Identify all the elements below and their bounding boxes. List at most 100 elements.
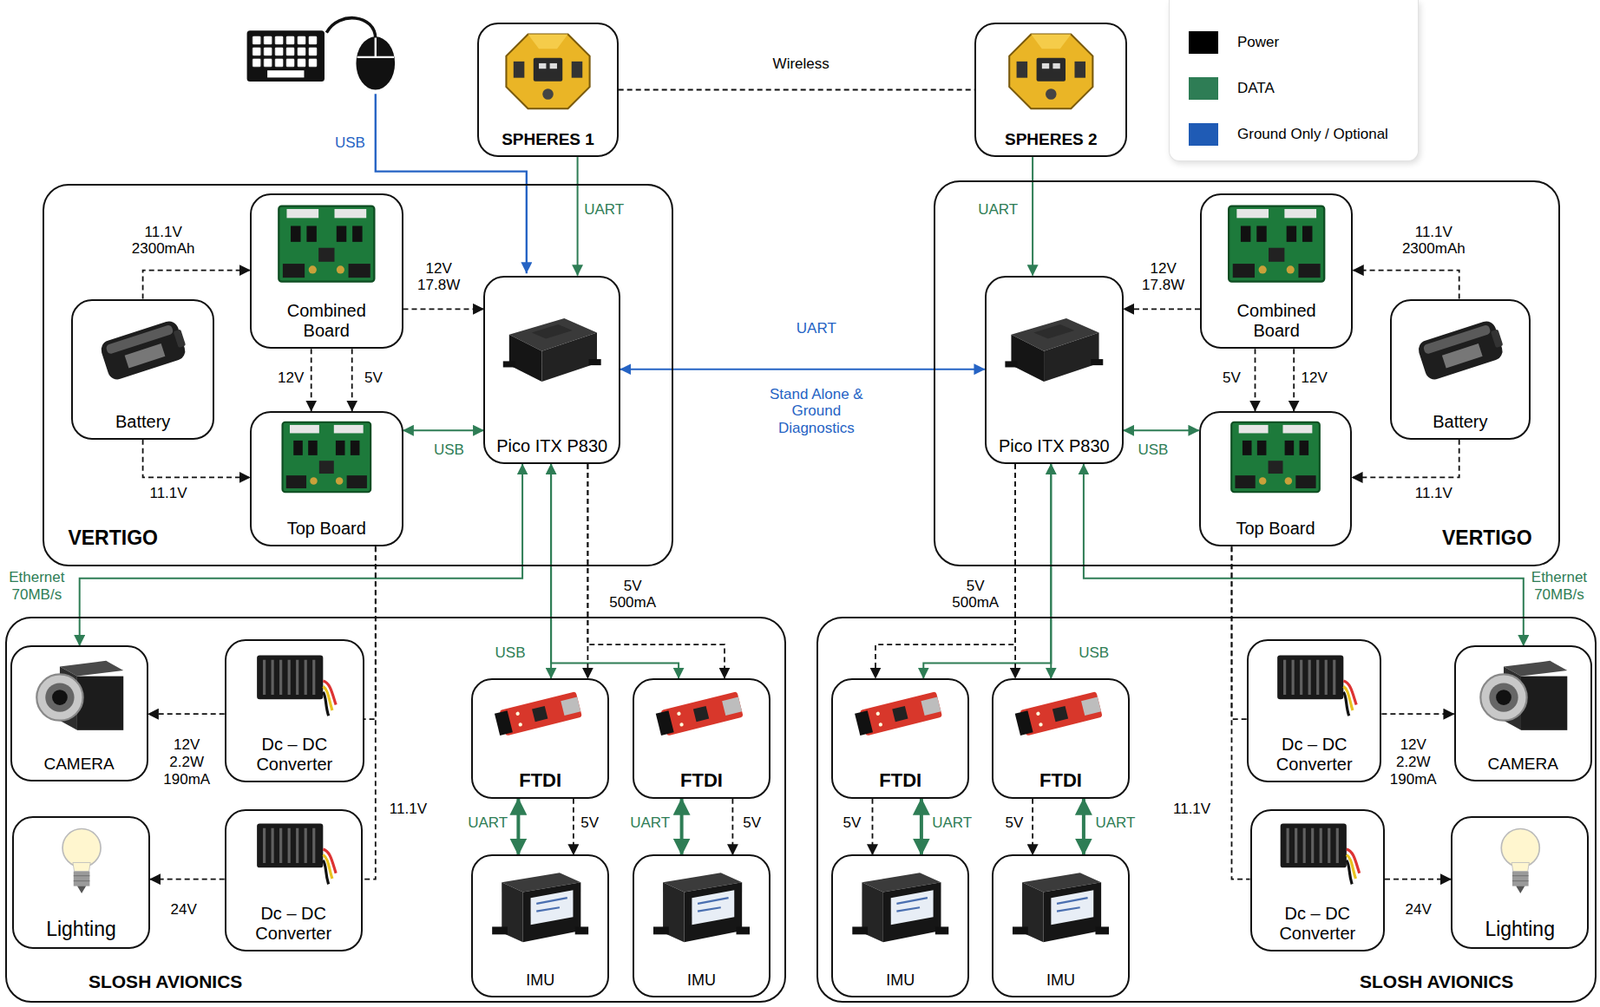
power-line xyxy=(618,89,975,92)
node-label: Top Board xyxy=(287,518,367,539)
icon-part xyxy=(267,70,304,78)
edge-label: 12V 2.2W 190mA xyxy=(159,736,214,788)
power-line xyxy=(1384,878,1451,881)
node-label: FTDI xyxy=(680,769,723,792)
legend-text: DATA xyxy=(1237,79,1275,98)
power-line xyxy=(1292,348,1295,412)
power-line xyxy=(1123,308,1200,310)
node-label: VERTIGO xyxy=(1442,526,1533,550)
icon-part xyxy=(374,38,377,58)
power-line xyxy=(351,348,354,412)
power-line xyxy=(1381,713,1454,715)
edge-label: UART xyxy=(465,814,510,833)
imu-box: IMU xyxy=(632,854,771,998)
icon-part xyxy=(326,18,375,40)
ftdi-box: FTDI xyxy=(632,678,771,800)
board-box: Top Board xyxy=(1199,411,1352,547)
edge-label: UART xyxy=(794,320,839,338)
node-label: CAMERA xyxy=(1488,754,1559,774)
edge-label: USB xyxy=(432,441,466,460)
ftdi-box: FTDI xyxy=(991,678,1130,800)
edge-label: USB xyxy=(493,644,528,663)
legend-row: DATA xyxy=(1188,65,1418,112)
legend-text: Power xyxy=(1237,33,1279,52)
data-line xyxy=(1081,799,1086,856)
node-label: IMU xyxy=(885,971,915,991)
node-label: Dc – DC Converter xyxy=(1257,904,1378,945)
mouse-icon xyxy=(326,18,395,91)
imu-icon xyxy=(491,872,589,943)
converter-icon xyxy=(256,824,336,886)
legend-swatch xyxy=(1188,77,1219,100)
computer-box: Pico ITX P830 xyxy=(984,275,1124,466)
legend-box: PowerDATA Ground Only / Optional xyxy=(1168,0,1419,162)
edge-label: UART xyxy=(930,814,974,833)
edge-label: 12V 2.2W 190mA xyxy=(1386,736,1441,788)
legend-text: Ground Only / Optional xyxy=(1237,125,1389,144)
node-label: Pico ITX P830 xyxy=(998,436,1110,457)
edge-label: 24V xyxy=(169,901,199,919)
keyboard-icon xyxy=(247,30,325,82)
ftdi-icon xyxy=(493,691,582,738)
power-line xyxy=(1352,270,1459,300)
edge-label: 11.1V 2300mAh xyxy=(1395,223,1473,258)
edge-label: 5V xyxy=(1003,814,1026,833)
icon-part xyxy=(247,30,325,82)
edge-label: 5V 500mA xyxy=(945,577,1005,612)
ftdi-icon xyxy=(854,691,943,738)
power-line xyxy=(403,308,485,310)
power-line xyxy=(875,464,1016,679)
node-label: Battery xyxy=(115,412,171,433)
converter-icon xyxy=(256,655,336,716)
node-label: Combined Board xyxy=(1224,301,1329,341)
node-label: SPHERES 2 xyxy=(1004,130,1098,150)
node-label: SLOSH AVIONICS xyxy=(1359,971,1514,993)
battery-box: Battery xyxy=(71,299,215,440)
edge-label: 5V 500mA xyxy=(603,577,663,612)
power-line xyxy=(872,799,874,856)
computer-icon xyxy=(1004,318,1103,382)
data-line xyxy=(620,368,985,371)
legend-row: Power xyxy=(1188,19,1418,66)
lighting-box: Lighting xyxy=(12,816,151,950)
note-label: USB xyxy=(333,134,368,152)
computer-icon xyxy=(503,318,602,382)
power-line xyxy=(364,546,376,720)
node-label: CAMERA xyxy=(43,754,114,774)
converter-icon xyxy=(1277,655,1357,716)
edge-label: Ethernet 70MB/s xyxy=(2,570,72,604)
power-line xyxy=(362,546,376,879)
ftdi-icon xyxy=(1014,691,1102,738)
data-line xyxy=(923,464,1051,679)
edge-label: 11.1V xyxy=(387,800,429,819)
edge-label: 5V xyxy=(578,814,601,833)
power-line xyxy=(148,713,225,715)
icon-part xyxy=(250,34,319,69)
data-line xyxy=(919,799,924,856)
ftdi-box: FTDI xyxy=(471,678,610,800)
node-label: Lighting xyxy=(45,918,117,941)
node-label: FTDI xyxy=(518,769,562,792)
data-line xyxy=(1031,157,1034,276)
converter-box: Dc – DC Converter xyxy=(224,809,363,953)
imu-box: IMU xyxy=(471,854,610,998)
board-box: Top Board xyxy=(249,411,403,547)
legend-row: Ground Only / Optional xyxy=(1188,111,1418,158)
note-label: Stand Alone & Ground Diagnostics xyxy=(758,386,875,438)
lighting-box: Lighting xyxy=(1450,816,1589,950)
battery-box: Battery xyxy=(1390,299,1531,440)
spheres-box: SPHERES 2 xyxy=(974,22,1128,158)
imu-box: IMU xyxy=(991,854,1130,998)
power-line xyxy=(1232,546,1248,720)
node-label: Top Board xyxy=(1235,518,1315,539)
spheres-box: SPHERES 1 xyxy=(477,22,618,158)
bulb-icon xyxy=(1501,829,1540,895)
edge-label: 12V xyxy=(275,370,306,388)
imu-icon xyxy=(852,872,949,943)
power-line xyxy=(143,439,251,479)
node-label: SLOSH AVIONICS xyxy=(88,971,243,993)
edge-label: 11.1V 2300mAh xyxy=(124,223,203,258)
node-label: Battery xyxy=(1432,412,1488,433)
node-label: FTDI xyxy=(1039,769,1082,792)
board-icon xyxy=(278,206,374,282)
